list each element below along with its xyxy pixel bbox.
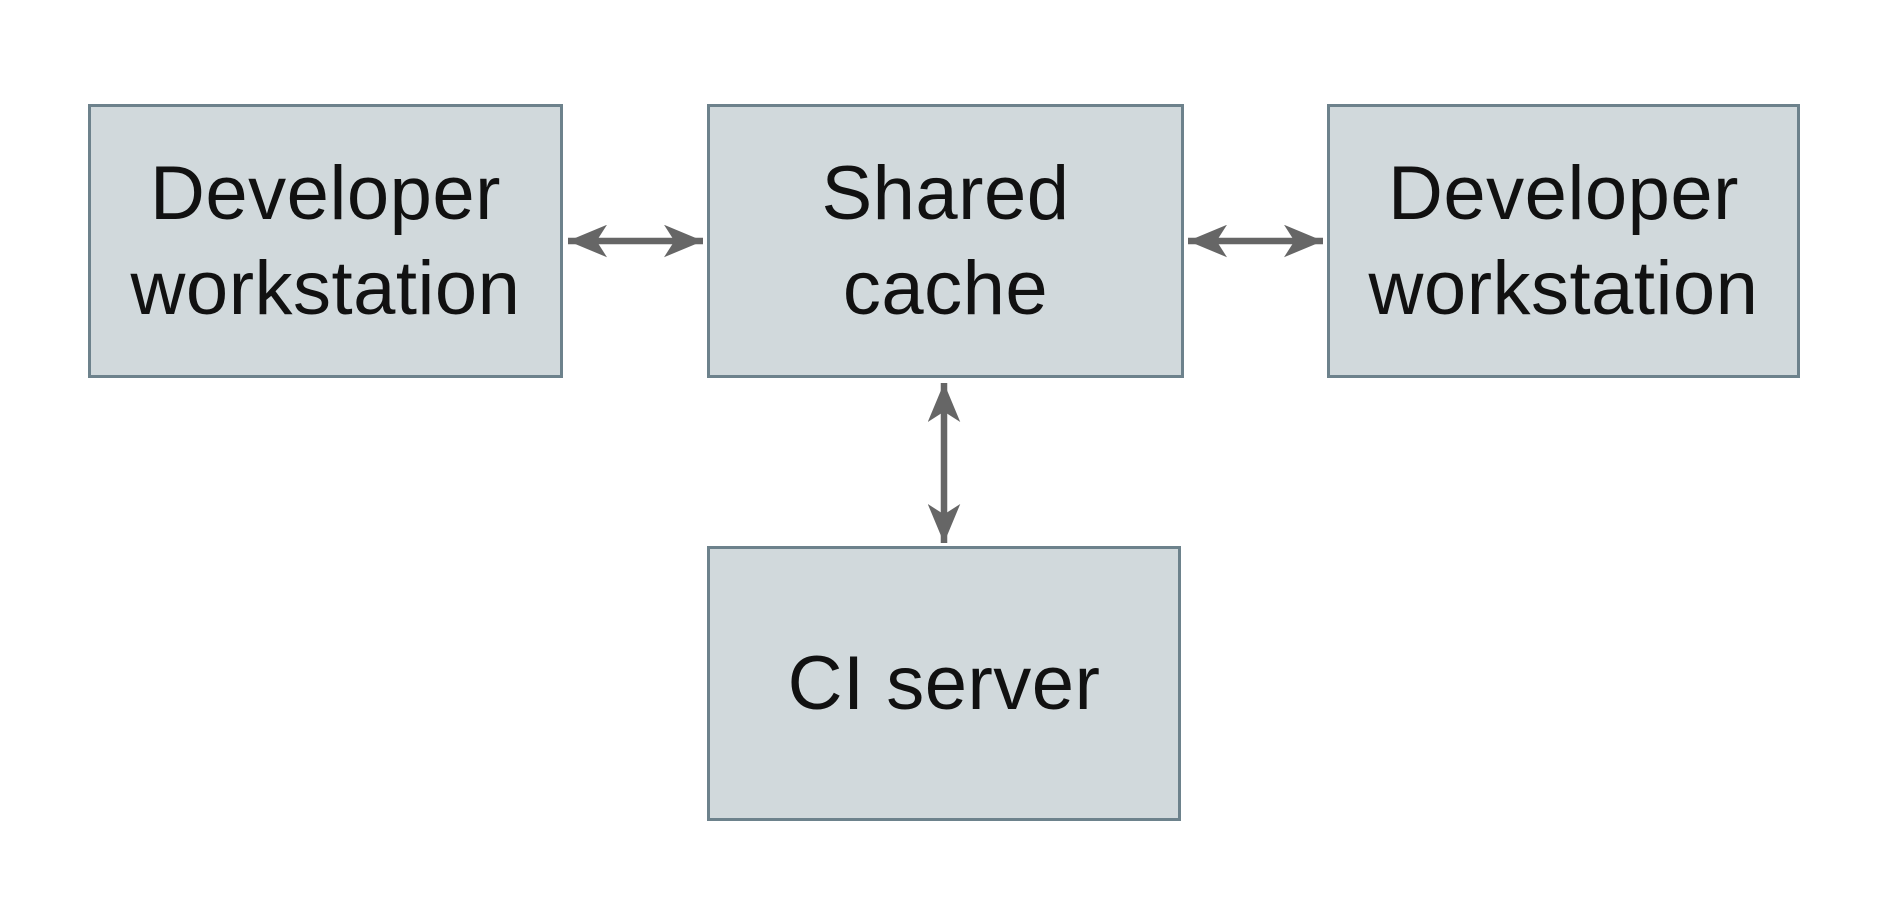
node-ci-server-label: CI server: [787, 641, 1101, 726]
node-developer-workstation-left: Developer workstation: [88, 104, 563, 378]
node-developer-workstation-left-label: Developer workstation: [130, 151, 521, 331]
node-shared-cache-label: Shared cache: [821, 151, 1070, 331]
node-ci-server: CI server: [707, 546, 1181, 821]
node-shared-cache: Shared cache: [707, 104, 1184, 378]
node-developer-workstation-right: Developer workstation: [1327, 104, 1800, 378]
node-developer-workstation-right-label: Developer workstation: [1368, 151, 1759, 331]
